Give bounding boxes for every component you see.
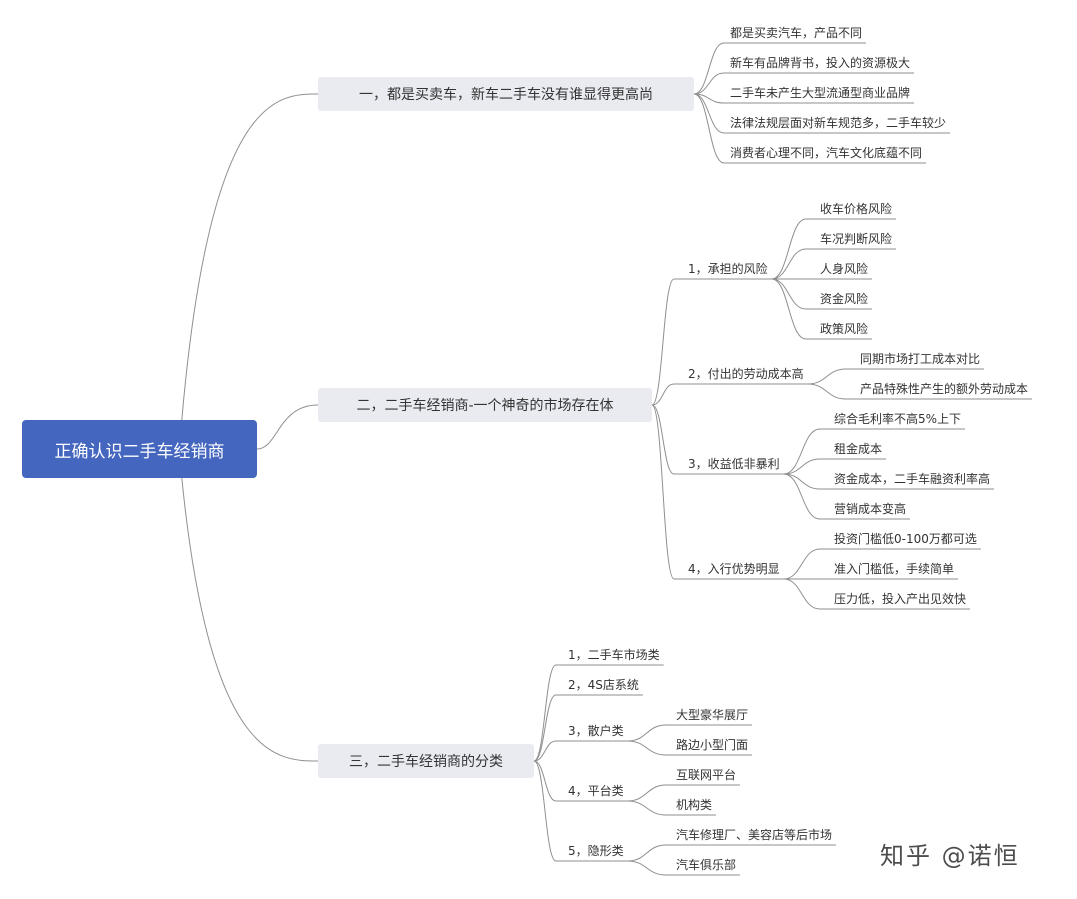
branch-1-leaf-connector-2 (693, 72, 725, 95)
branch-3-group-4[interactable]: 4，平台类 (568, 784, 624, 798)
branch-1-leaf-2[interactable]: 新车有品牌背书，投入的资源极大 (730, 56, 911, 70)
branch-3-group-1[interactable]: 1，二手车市场类 (568, 648, 660, 662)
branch-3-group-5-leaf-1-connector (627, 844, 667, 862)
branch-3-group-3-leaf-1[interactable]: 大型豪华展厅 (676, 708, 749, 722)
branch-3-group-3-leaf-1-connector (627, 724, 667, 742)
branch-2-group-3-leaf-2-connector (783, 458, 821, 475)
root-to-branch-1-connector (181, 93, 319, 421)
branch-3-group-2[interactable]: 2，4S店系统 (568, 678, 639, 692)
branch-2-group-1-leaf-3[interactable]: 人身风险 (820, 262, 869, 276)
branch-2-group-1-leaf-5[interactable]: 政策风险 (820, 322, 869, 336)
branch-2-group-1-leaf-1-connector (771, 218, 807, 280)
branch-2-group-3[interactable]: 3，收益低非暴利 (688, 457, 780, 471)
branch-2-group-3-connector (651, 404, 675, 475)
branch-3-group-3-leaf-2-connector (627, 740, 667, 756)
branch-1-leaf-3[interactable]: 二手车未产生大型流通型商业品牌 (730, 86, 911, 100)
branch-2-group-2[interactable]: 2，付出的劳动成本高 (688, 367, 804, 381)
root-node[interactable]: 正确认识二手车经销商 (22, 420, 257, 478)
branch-1-leaf-connector-5 (693, 93, 725, 164)
branch-3-group-5-leaf-2-connector (627, 860, 667, 876)
branch-2-group-4-leaf-1[interactable]: 投资门槛低0-100万都可选 (834, 532, 977, 546)
branch-2-group-2-leaf-1-connector (807, 368, 847, 385)
branch-2-group-3-leaf-2[interactable]: 租金成本 (834, 442, 883, 456)
branch-2-group-2-leaf-2[interactable]: 产品特殊性产生的额外劳动成本 (860, 382, 1029, 396)
branch-3-node[interactable]: 三，二手车经销商的分类 (318, 744, 534, 778)
branch-3-group-4-leaf-1-connector (627, 784, 667, 802)
branch-2-group-3-leaf-3[interactable]: 资金成本，二手车融资利率高 (834, 472, 991, 486)
branch-2-group-3-leaf-3-connector (783, 473, 821, 490)
branch-2-group-3-leaf-4[interactable]: 营销成本变高 (834, 502, 907, 516)
branch-2-group-1-connector (651, 278, 675, 406)
branch-2-group-1[interactable]: 1，承担的风险 (688, 262, 768, 276)
branch-3-group-5[interactable]: 5，隐形类 (568, 844, 624, 858)
branch-2-group-3-leaf-4-connector (783, 473, 821, 520)
branch-2-group-4-leaf-1-connector (783, 548, 821, 580)
branch-2-group-1-leaf-2-connector (771, 248, 807, 280)
branch-1-leaf-1[interactable]: 都是买卖汽车，产品不同 (730, 26, 863, 40)
branch-2-group-4-connector (651, 404, 675, 580)
branch-2-group-2-connector (651, 383, 675, 406)
branch-3-group-5-connector (533, 760, 557, 862)
branch-3-group-5-leaf-1[interactable]: 汽车修理厂、美容店等后市场 (676, 828, 833, 842)
branch-3-group-4-leaf-2-connector (627, 800, 667, 816)
branch-3-group-1-connector (533, 664, 557, 762)
branch-1-leaf-connector-1 (693, 42, 725, 95)
branch-2-group-1-leaf-1[interactable]: 收车价格风险 (820, 202, 893, 216)
branch-2-group-4[interactable]: 4，入行优势明显 (688, 562, 780, 576)
root-to-branch-2-connector (256, 404, 319, 450)
branch-2-group-2-leaf-1[interactable]: 同期市场打工成本对比 (860, 352, 981, 366)
branch-1-node[interactable]: 一，都是买卖车，新车二手车没有谁显得更高尚 (318, 77, 694, 111)
branch-2-group-3-leaf-1[interactable]: 综合毛利率不高5%上下 (834, 412, 962, 426)
branch-3-group-4-leaf-1[interactable]: 互联网平台 (676, 768, 737, 782)
branch-2-group-1-leaf-4[interactable]: 资金风险 (820, 292, 869, 306)
branch-1-leaf-5[interactable]: 消费者心理不同，汽车文化底蕴不同 (730, 146, 923, 160)
root-to-branch-3-connector (181, 477, 319, 762)
branch-3-group-5-leaf-2[interactable]: 汽车俱乐部 (676, 858, 737, 872)
watermark: 知乎 @诺恒 (880, 842, 1020, 870)
branch-2-group-3-leaf-1-connector (783, 428, 821, 475)
branch-3-group-3-leaf-2[interactable]: 路边小型门面 (676, 738, 749, 752)
branch-2-group-2-leaf-2-connector (807, 383, 847, 400)
branch-1-leaf-4[interactable]: 法律法规层面对新车规范多，二手车较少 (730, 116, 947, 130)
branch-3-group-3-connector (533, 740, 557, 762)
branch-3-group-4-leaf-2[interactable]: 机构类 (676, 798, 713, 812)
branch-2-group-4-leaf-3[interactable]: 压力低，投入产出见效快 (834, 592, 967, 606)
branch-3-group-4-connector (533, 760, 557, 802)
branch-2-group-4-leaf-2[interactable]: 准入门槛低，手续简单 (834, 562, 955, 576)
branch-2-group-4-leaf-3-connector (783, 578, 821, 610)
branch-2-group-1-leaf-5-connector (771, 278, 807, 340)
branch-2-group-1-leaf-4-connector (771, 278, 807, 310)
branch-2-node[interactable]: 二，二手车经销商-一个神奇的市场存在体 (318, 388, 652, 422)
branch-3-group-2-connector (533, 694, 557, 762)
branch-2-group-1-leaf-2[interactable]: 车况判断风险 (820, 232, 893, 246)
branch-3-group-3[interactable]: 3，散户类 (568, 724, 624, 738)
